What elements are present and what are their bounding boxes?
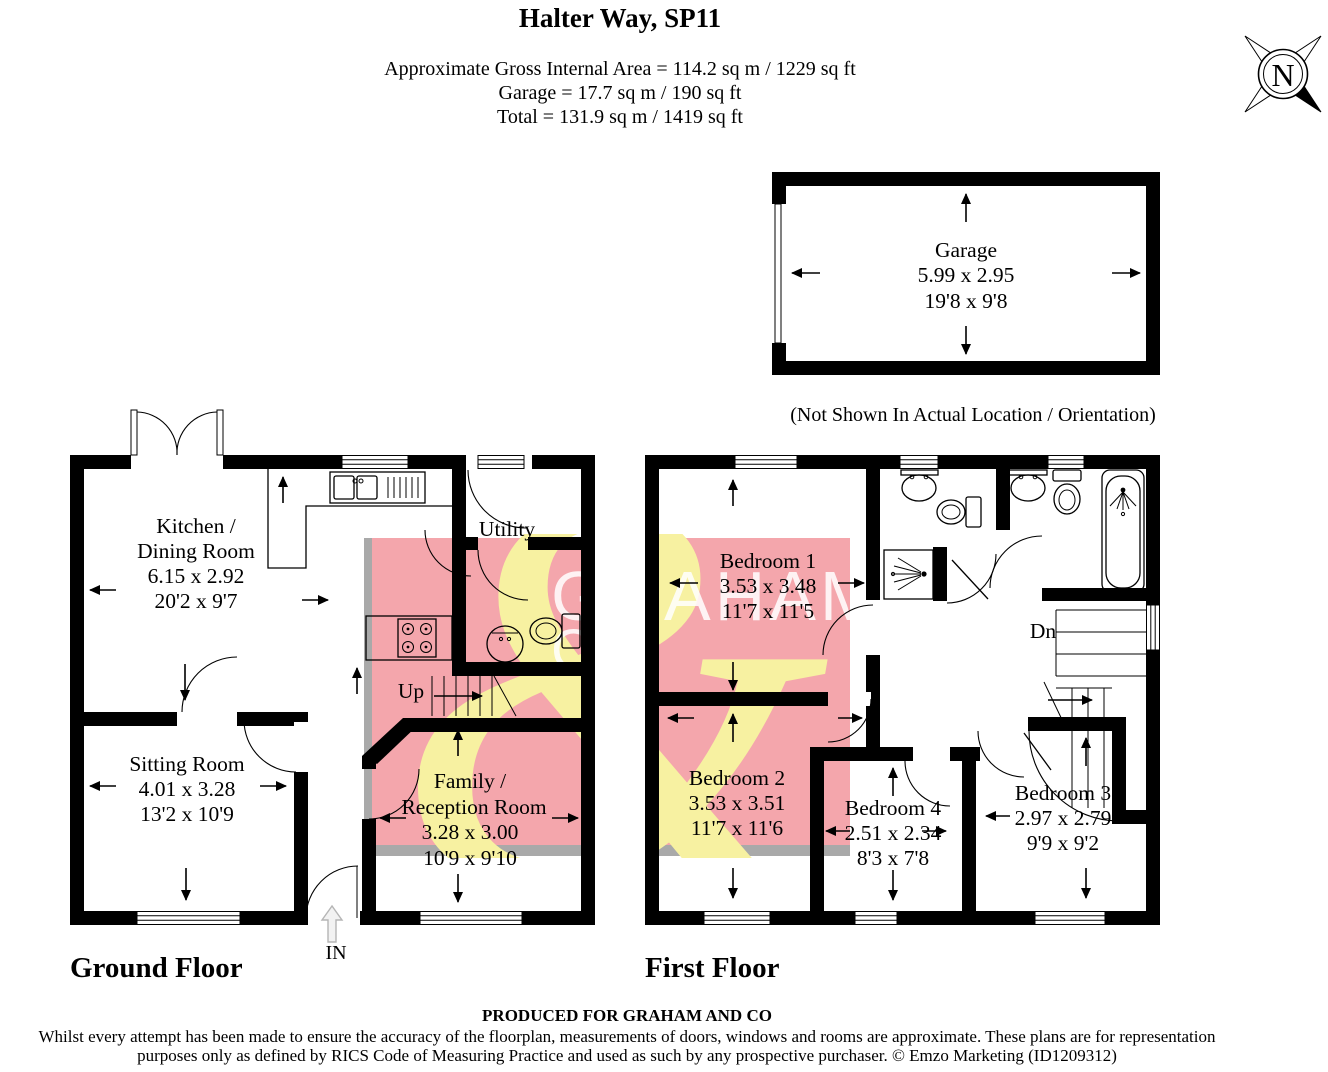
entrance-marker: IN (320, 904, 347, 964)
bedroom2-metric: 3.53 x 3.51 (689, 791, 786, 815)
bedroom3-imperial: 9'9 x 9'2 (1027, 831, 1099, 855)
garage-plan: Garage 5.99 x 2.95 19'8 x 9'8 (Not Shown… (772, 172, 1160, 426)
wc-basin-icon (486, 625, 524, 663)
ensuite-basin-icon (900, 469, 939, 502)
disclaimer-line-1: Whilst every attempt has been made to en… (39, 1027, 1216, 1046)
garage-label: Garage (935, 238, 997, 262)
stairs-down-label: Dn (1030, 619, 1057, 643)
hob-icon (365, 615, 453, 661)
first-floor-labels: Bedroom 1 3.53 x 3.48 11'7 x 11'5 Bedroo… (689, 549, 1112, 870)
garage-metric: 5.99 x 2.95 (918, 263, 1015, 287)
kitchen-metric: 6.15 x 2.92 (148, 564, 245, 588)
family-label-line2: Reception Room (401, 795, 546, 819)
disclaimer-line-2: purposes only as defined by RICS Code of… (137, 1046, 1117, 1065)
ground-floor-plan: Kitchen / Dining Room 6.15 x 2.92 20'2 x… (70, 409, 595, 984)
kitchen-counter (267, 469, 452, 569)
stairs-down (1043, 609, 1146, 808)
ground-floor-walls (70, 455, 595, 925)
ground-floor-windows (136, 455, 525, 925)
stairs-up-label: Up (398, 679, 424, 703)
family-metric: 3.28 x 3.00 (422, 820, 519, 844)
wc-toilet-icon (529, 613, 581, 649)
utility-label: Utility (479, 517, 535, 541)
garage-note: (Not Shown In Actual Location / Orientat… (790, 404, 1155, 426)
bedroom2-label: Bedroom 2 (689, 766, 785, 790)
compass-rose-icon: N (1244, 35, 1322, 113)
garage-dimension-arrows (791, 193, 1141, 355)
sink-icon (329, 471, 426, 504)
entrance-label: IN (325, 942, 346, 964)
bedroom2-imperial: 11'7 x 11'6 (691, 816, 783, 840)
family-label-line1: Family / (434, 769, 506, 793)
area-line-2: Garage = 17.7 sq m / 190 sq ft (499, 82, 742, 104)
sitting-label: Sitting Room (129, 752, 245, 776)
garage-walls (772, 172, 1160, 375)
shower-icon (883, 549, 934, 600)
bathroom-toilet-icon (1052, 469, 1082, 515)
ground-floor-doors (130, 409, 529, 919)
garage-door (774, 203, 782, 344)
area-line-3: Total = 131.9 sq m / 1419 sq ft (497, 106, 743, 128)
compass-north-label: N (1271, 57, 1294, 93)
kitchen-label-line1: Kitchen / (156, 514, 235, 538)
first-floor-walls (645, 455, 1160, 925)
bath-icon (1101, 469, 1145, 593)
bedroom1-label: Bedroom 1 (720, 549, 816, 573)
kitchen-label-line2: Dining Room (137, 539, 255, 563)
first-floor-windows (703, 455, 1160, 925)
first-floor-dimension-arrows (667, 479, 1143, 901)
bedroom4-label: Bedroom 4 (845, 796, 941, 820)
bathroom-basin-icon (1008, 469, 1048, 502)
family-imperial: 10'9 x 9'10 (423, 846, 517, 870)
stairs-up (431, 675, 517, 717)
bedroom1-metric: 3.53 x 3.48 (720, 574, 817, 598)
bedroom4-metric: 2.51 x 2.34 (845, 821, 942, 845)
produced-for-line: PRODUCED FOR GRAHAM AND CO (482, 1006, 772, 1025)
first-floor-plan: Bedroom 1 3.53 x 3.48 11'7 x 11'5 Bedroo… (645, 455, 1160, 984)
sitting-metric: 4.01 x 3.28 (139, 777, 236, 801)
bedroom3-label: Bedroom 3 (1015, 781, 1111, 805)
ground-floor-title: Ground Floor (70, 952, 243, 984)
bedroom4-imperial: 8'3 x 7'8 (857, 846, 929, 870)
bedroom1-imperial: 11'7 x 11'5 (722, 599, 814, 623)
sitting-imperial: 13'2 x 10'9 (140, 802, 234, 826)
header: Halter Way, SP11 Approximate Gross Inter… (384, 3, 856, 128)
ground-floor-labels: Kitchen / Dining Room 6.15 x 2.92 20'2 x… (129, 514, 546, 870)
footer: PRODUCED FOR GRAHAM AND CO Whilst every … (39, 1006, 1216, 1065)
first-floor-title: First Floor (645, 952, 780, 984)
page-title: Halter Way, SP11 (519, 3, 721, 33)
first-floor-doors (822, 535, 1120, 822)
ensuite-toilet-icon (936, 496, 982, 528)
kitchen-imperial: 20'2 x 9'7 (155, 589, 238, 613)
garage-imperial: 19'8 x 9'8 (925, 289, 1008, 313)
area-line-1: Approximate Gross Internal Area = 114.2 … (384, 58, 856, 80)
ground-floor-dimension-arrows (89, 476, 579, 903)
bedroom3-metric: 2.97 x 2.79 (1015, 806, 1112, 830)
